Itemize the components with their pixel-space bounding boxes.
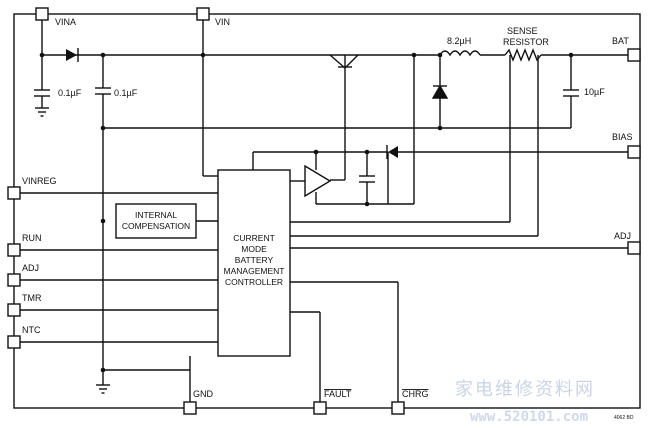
sense-label-1: SENSE	[507, 26, 538, 36]
controller-label-4: MANAGEMENT	[224, 266, 285, 276]
pin-bat-label: BAT	[612, 36, 629, 46]
compensation-block	[115, 203, 197, 239]
watermark-cn: 家电维修资料网	[455, 379, 595, 400]
pin-ntc-label: NTC	[22, 325, 41, 335]
pin-vin-label: VIN	[215, 17, 230, 27]
cap1-label: 0.1µF	[58, 88, 82, 98]
input-diode	[66, 48, 79, 62]
figure-code: 4062 BD	[614, 415, 634, 421]
controller-label-5: CONTROLLER	[225, 277, 283, 287]
pin-vinreg-label: VINREG	[22, 176, 57, 186]
controller-block	[217, 169, 291, 357]
cap-out-label: 10µF	[584, 87, 605, 97]
pin-pads	[7, 7, 641, 415]
pin-adj-left-label: ADJ	[22, 263, 39, 273]
pin-chrg-label: CHRG	[402, 389, 429, 399]
compensation-label-2: COMPENSATION	[122, 221, 190, 231]
pin-gnd-label: GND	[193, 389, 214, 399]
pin-adj-right-label: ADJ	[614, 231, 631, 241]
pin-vina-label: VINA	[55, 17, 76, 27]
sense-label-2: RESISTOR	[503, 37, 549, 47]
cap2-label: 0.1µF	[114, 88, 138, 98]
inductor-label: 8.2µH	[447, 36, 471, 46]
controller-label-1: CURRENT	[233, 233, 275, 243]
pin-run-label: RUN	[22, 233, 42, 243]
junctions	[39, 52, 574, 373]
bias-diode	[386, 145, 398, 159]
pin-tmr-label: TMR	[22, 293, 42, 303]
controller-label-3: BATTERY	[235, 255, 274, 265]
chip-boundary	[13, 13, 641, 409]
controller-label-2: MODE	[241, 244, 267, 254]
pin-bias-label: BIAS	[612, 132, 633, 142]
watermark: 家电维修资料网 www.520101.com	[455, 379, 595, 425]
pin-fault-label: FAULT	[324, 389, 352, 399]
watermark-url: www.520101.com	[470, 409, 588, 425]
compensation-label-1: INTERNAL	[135, 210, 177, 220]
